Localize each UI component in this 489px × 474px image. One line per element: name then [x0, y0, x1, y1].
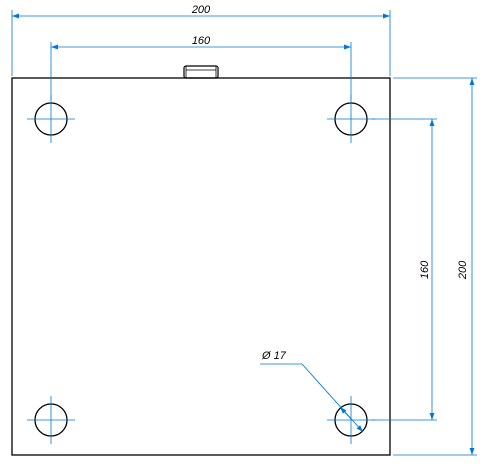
- dimension-hole-spacing-x: 160: [50, 35, 352, 100]
- dimension-hole-spacing-y: 160: [372, 118, 437, 421]
- dimension-overall-width: 200: [11, 4, 391, 76]
- dimension-hole-spacing-x-label: 160: [192, 35, 211, 47]
- dimension-overall-height-label: 200: [457, 260, 469, 280]
- hole-bottom-left: [27, 396, 75, 444]
- hole-top-left: [27, 95, 75, 143]
- hole-bottom-right: [327, 396, 375, 444]
- dimension-overall-width-label: 200: [191, 4, 211, 16]
- dimension-hole-spacing-y-label: 160: [419, 260, 431, 279]
- hole-top-right: [327, 95, 375, 143]
- dimension-overall-height: 200: [393, 77, 477, 456]
- dimension-hole-diameter: Ø 17: [260, 350, 364, 433]
- dimension-hole-diameter-label: Ø 17: [261, 350, 287, 362]
- top-connector-tab: [183, 65, 219, 79]
